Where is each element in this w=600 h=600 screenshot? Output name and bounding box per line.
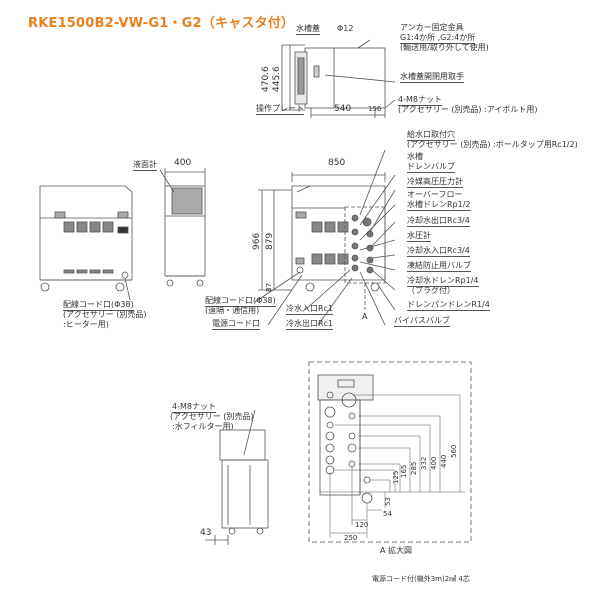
- top-view: [281, 39, 396, 118]
- dim-120: 120: [355, 521, 369, 529]
- callout-overflow-2: 水槽ドレンRp1/2: [407, 200, 471, 211]
- anchor-line2-label: (輸送用/取り外して使用): [400, 43, 489, 52]
- callout-overflow-1: オーバーフロー: [407, 190, 463, 199]
- anchor-line1-label: G1:4か所 ,G2:4か所: [400, 33, 476, 44]
- dim-470-6: 470.6: [261, 66, 271, 92]
- rear-view: [205, 409, 269, 545]
- callout-water-inlet-note: (アクセサリー (別売品) :ボールタップ用Rc1/2): [407, 140, 578, 149]
- rear-m8-note2-label: :水フィルター用): [172, 422, 234, 431]
- anchor-title-label: アンカー固定金具: [400, 23, 464, 32]
- m8-nut-note-label: (アクセサリー (別売品) :アイボルト用): [398, 105, 538, 114]
- callout-bypass-valve: バイパスバルブ: [394, 316, 450, 327]
- section-a-label: A: [362, 312, 368, 321]
- dim-966: 966: [252, 232, 262, 250]
- callout-freeze-valve: 凍結防止用バルブ: [407, 261, 471, 272]
- callout-drainpan: ドレンパンドレンR1/4: [407, 300, 490, 311]
- chilled-out-label: 冷水出口Rc1: [286, 319, 334, 330]
- callout-cooling-drain-note: （プラグ付）: [407, 286, 455, 295]
- callout-water-inlet: 給水口取付穴: [407, 130, 455, 141]
- phi12-label: Φ12: [337, 24, 354, 33]
- lid-handle-label: 水槽蓋開閉用取手: [400, 72, 464, 83]
- callout-tank-drain-2: ドレンバルブ: [407, 162, 455, 173]
- front-view: [254, 149, 396, 326]
- dim-560: 560: [450, 444, 458, 458]
- dim-445-6: 445.6: [272, 66, 282, 92]
- dim-400-a: 400: [430, 456, 438, 470]
- rear-m8-nut-label: 4-M8ナット: [172, 402, 216, 413]
- water-tank-lid-label: 水槽蓋: [296, 24, 320, 35]
- dim-332: 332: [420, 456, 428, 470]
- dim-87: 87: [265, 283, 273, 292]
- front-wiring-note-label: (遠隔・通信用): [205, 306, 260, 315]
- footer-note: 電源コード付(機外3m)2㎟ 4芯: [372, 575, 470, 583]
- callout-tank-drain-1: 水槽: [407, 152, 423, 161]
- level-gauge-label: 液面計: [133, 160, 157, 171]
- detail-a-caption: A 拡大図: [380, 546, 413, 555]
- front-wiring-port-label: 配線コード口(Φ38): [205, 296, 276, 307]
- dim-156: 156: [368, 105, 382, 113]
- dim-43: 43: [200, 528, 212, 538]
- m8-nut-label: 4-M8ナット: [398, 95, 442, 106]
- detail-a: [308, 361, 472, 543]
- dim-125: 125: [392, 470, 400, 484]
- dim-879: 879: [265, 232, 275, 250]
- callout-cooling-drain: 冷却水ドレンRp1/4: [407, 276, 479, 287]
- callout-hp-gauge: 冷媒高圧圧力計: [407, 177, 463, 188]
- power-port-label: 電源コード口: [212, 319, 260, 330]
- left-view: [39, 185, 133, 301]
- callout-pressure-gauge: 水圧計: [407, 231, 431, 242]
- page-title: RKE1500B2-VW-G1・G2（キャスタ付）: [28, 16, 295, 31]
- dim-285: 285: [410, 461, 418, 475]
- dim-54: 54: [383, 510, 392, 518]
- dim-53: 53: [384, 497, 392, 506]
- dim-850: 850: [328, 158, 346, 168]
- wiring-note2-label: :ヒーター用): [63, 320, 109, 329]
- dim-250: 250: [344, 534, 358, 542]
- wiring-port-label: 配線コード口(Φ38): [63, 300, 134, 311]
- dim-400: 400: [174, 158, 192, 168]
- side-view: [159, 168, 206, 287]
- callout-cooling-out: 冷却水出口Rc3/4: [407, 216, 470, 227]
- chilled-in-label: 冷水入口Rc1: [286, 304, 334, 315]
- wiring-note1-label: (アクセサリー (別売品): [63, 310, 147, 319]
- operation-plate-label: 操作プレート: [256, 104, 304, 115]
- callout-cooling-in: 冷却水入口Rc3/4: [407, 246, 470, 257]
- dim-165: 165: [400, 464, 408, 478]
- dim-540: 540: [334, 104, 352, 114]
- dim-440: 440: [440, 454, 448, 468]
- rear-m8-note1-label: (アクセサリー (別売品): [170, 412, 254, 421]
